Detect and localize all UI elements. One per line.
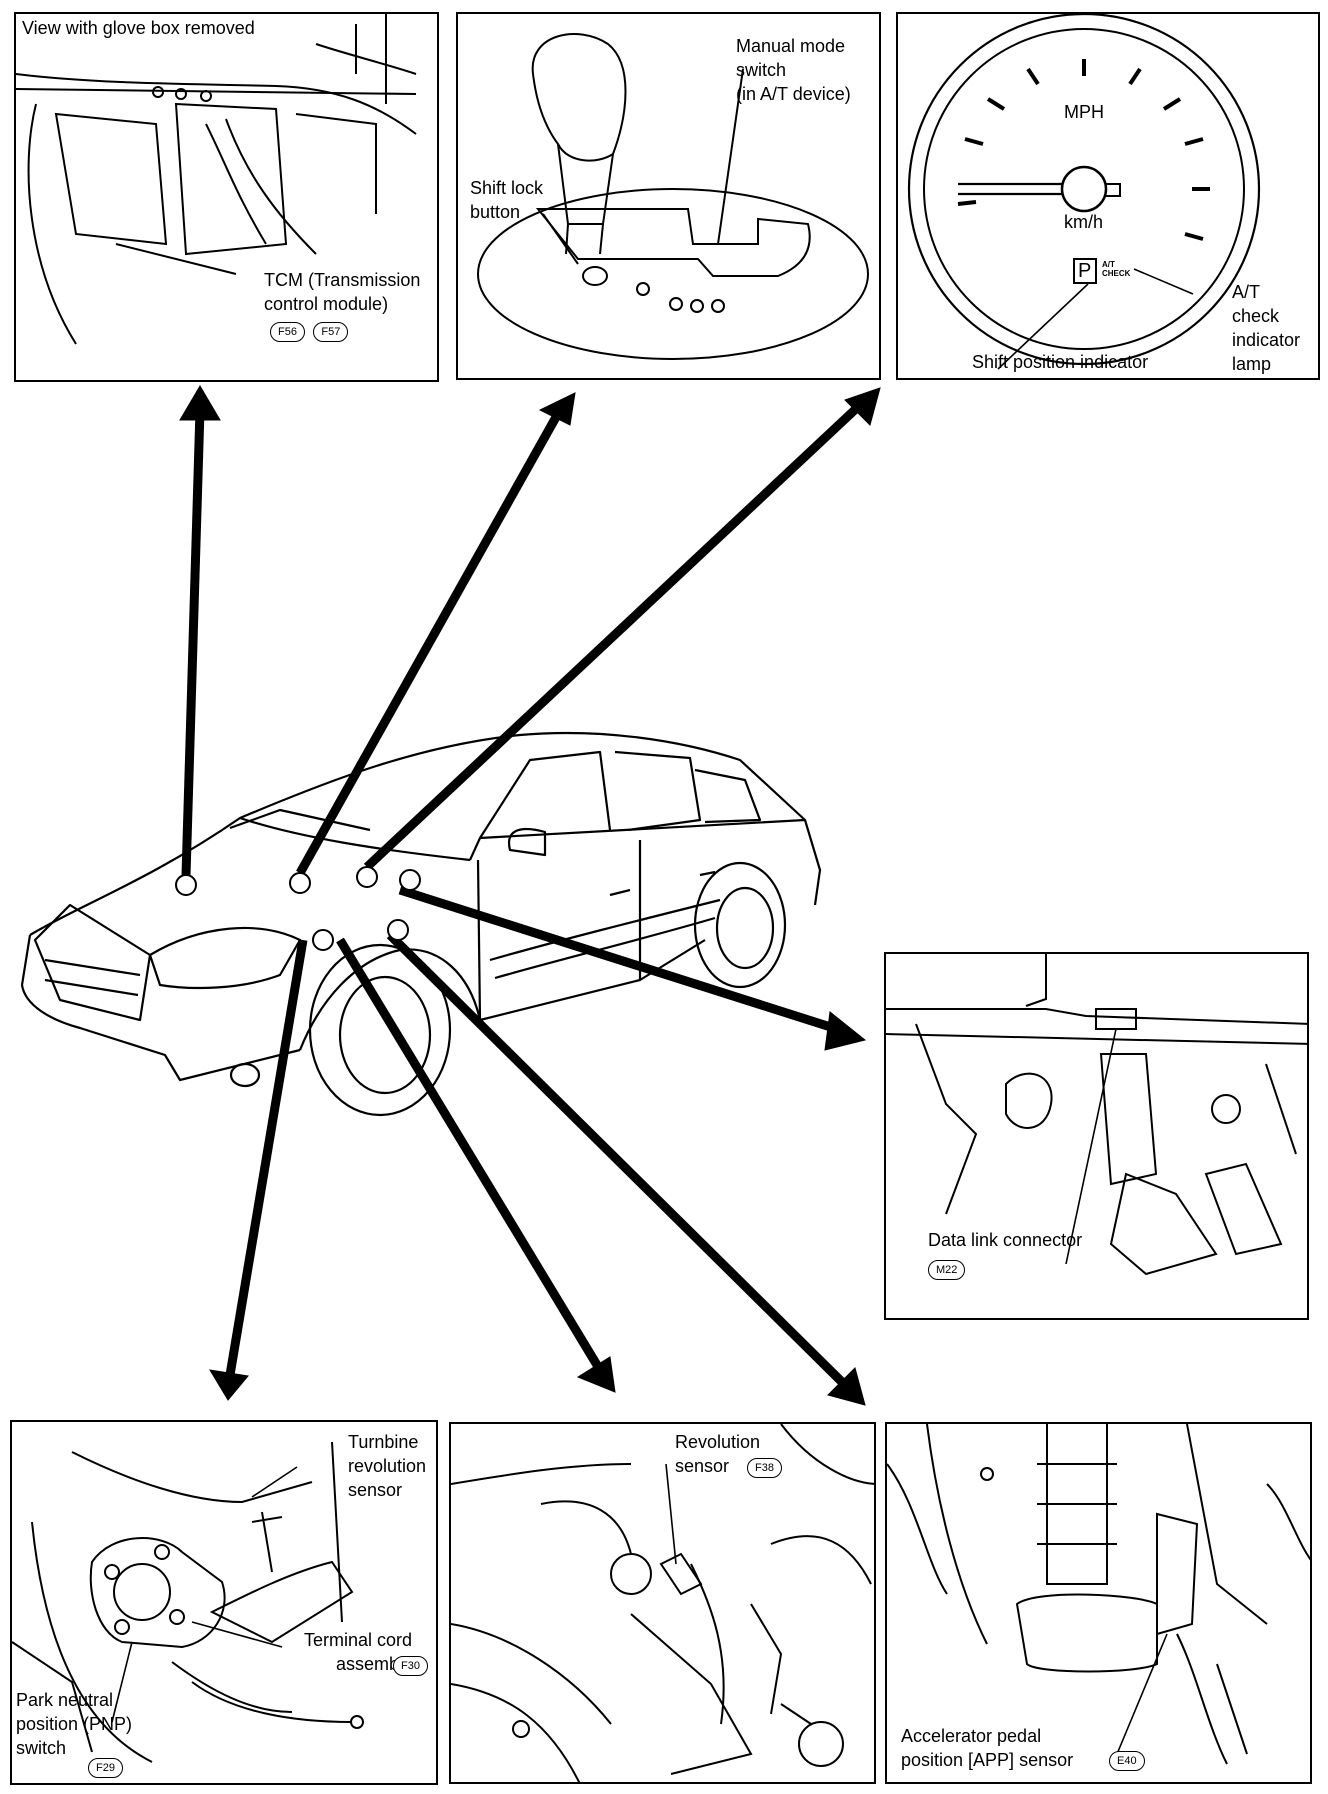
app-sensor-label: Accelerator pedal position [APP] sensor bbox=[901, 1726, 1074, 1770]
manual-mode-switch-label: Manual mode switch (in A/T device) bbox=[736, 36, 851, 104]
panel-gauge: MPH km/h P A/T CHECK A/T check indicator… bbox=[896, 12, 1320, 380]
panel-revolution-sensor: Revolution sensor F38 bbox=[449, 1422, 876, 1784]
gauge-illustration bbox=[907, 14, 1261, 370]
gauge-mph-label: MPH bbox=[1064, 102, 1104, 122]
connector-tag: F56 bbox=[270, 322, 305, 342]
connector-tag: F29 bbox=[88, 1758, 123, 1778]
shifter-illustration bbox=[477, 33, 869, 360]
connector-tag: E40 bbox=[1109, 1751, 1145, 1771]
panel-app-sensor: Accelerator pedal position [APP] sensor … bbox=[885, 1422, 1312, 1784]
at-check-indicator-text: A/T CHECK bbox=[1102, 260, 1131, 278]
terminal-connectors: F30 bbox=[389, 1656, 428, 1676]
revolution-connectors: F38 bbox=[743, 1458, 782, 1478]
panel-tcm: View with glove box removed TCM (Transmi… bbox=[14, 12, 439, 382]
pnp-illustration bbox=[12, 1441, 364, 1763]
car-body bbox=[20, 731, 822, 1117]
revolution-sensor-label: Revolution sensor bbox=[675, 1432, 761, 1476]
tcm-label: TCM (Transmission control module) bbox=[264, 270, 421, 314]
dlc-illustration bbox=[886, 954, 1307, 1276]
connector-tag: F30 bbox=[393, 1656, 428, 1676]
gauge-kmh-label: km/h bbox=[1064, 212, 1104, 232]
terminal-cord-assembly-label: Terminal cord assembly bbox=[304, 1630, 413, 1674]
tcm-view-title: View with glove box removed bbox=[22, 18, 255, 38]
shift-position-p: P bbox=[1078, 260, 1092, 282]
panel-pnp-switch: Turnbine revolution sensor Terminal cord… bbox=[10, 1420, 438, 1785]
callout-arrows bbox=[179, 385, 881, 1406]
shift-lock-button-label: Shift lock button bbox=[470, 178, 544, 222]
connector-tag: M22 bbox=[928, 1260, 966, 1280]
tcm-connectors: F56 F57 bbox=[266, 322, 349, 342]
connector-tag: F38 bbox=[747, 1458, 782, 1478]
at-check-lamp-label: A/T check indicator lamp bbox=[1232, 282, 1301, 374]
app-connectors: E40 bbox=[1105, 1751, 1145, 1771]
shift-position-indicator-label: Shift position indicator bbox=[972, 352, 1149, 372]
app-illustration bbox=[887, 1424, 1310, 1765]
location-markers bbox=[175, 866, 421, 951]
pnp-switch-label: Park neutral position (PNP) switch bbox=[16, 1690, 133, 1758]
data-link-connector-label: Data link connector bbox=[928, 1230, 1083, 1250]
panel-shifter: Manual mode switch (in A/T device) Shift… bbox=[456, 12, 881, 380]
turbine-revolution-sensor-label: Turnbine revolution sensor bbox=[348, 1432, 427, 1500]
dlc-connectors: M22 bbox=[924, 1260, 966, 1280]
revolution-illustration bbox=[451, 1424, 874, 1782]
pnp-connectors: F29 bbox=[84, 1758, 123, 1778]
connector-tag: F57 bbox=[313, 322, 349, 342]
panel-data-link-connector: Data link connector M22 bbox=[884, 952, 1309, 1320]
tcm-illustration bbox=[16, 14, 417, 345]
gauge-ticks bbox=[957, 59, 1210, 241]
